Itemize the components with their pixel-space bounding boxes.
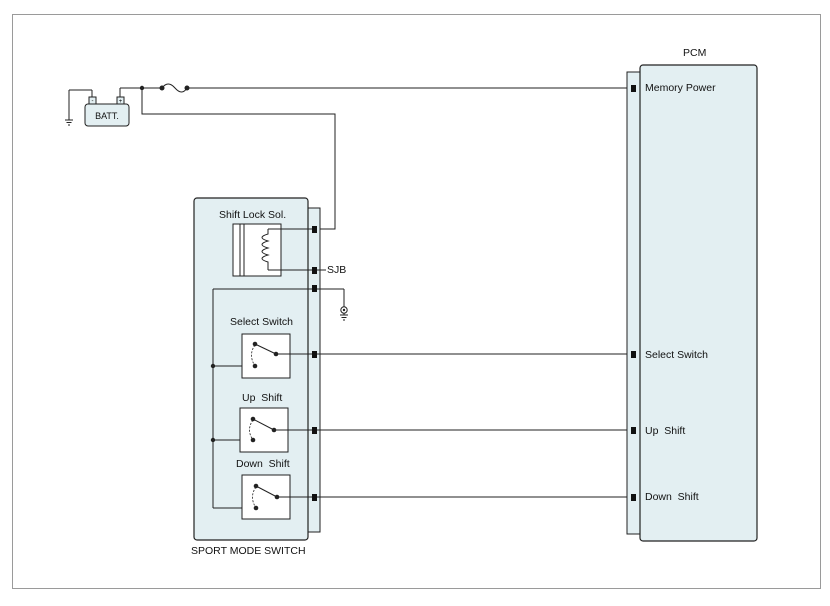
pcm-pin-select-switch: Select Switch	[645, 349, 709, 361]
battery-label: BATT.	[95, 111, 119, 121]
battery-ground-icon	[65, 119, 73, 126]
battery-body	[84, 103, 130, 127]
sport-mode-switch-title: SPORT MODE SWITCH	[191, 545, 306, 557]
shift-lock-solenoid-icon	[232, 223, 282, 277]
fuse-icon	[161, 83, 188, 93]
svg-text:+: +	[119, 99, 123, 105]
memory-power-wire	[120, 83, 633, 93]
pcm-pin-down-shift: Down Shift	[645, 491, 699, 503]
sjb-label: SJB	[327, 264, 347, 276]
ground-wire	[316, 288, 348, 321]
shift-lock-label: Shift Lock Sol.	[219, 209, 287, 221]
battery: - + BATT.	[65, 88, 130, 127]
up-shift-label: Up Shift	[242, 392, 283, 404]
shift-lock-feed-wire	[141, 88, 336, 230]
down-shift-label: Down Shift	[236, 458, 290, 470]
pcm-title: PCM	[683, 47, 707, 59]
diagram-frame	[12, 14, 821, 589]
pcm-pin-up-shift: Up Shift	[645, 425, 686, 437]
svg-text:-: -	[92, 99, 94, 105]
pcm-pin-memory-power: Memory Power	[645, 82, 716, 94]
up-shift-switch-icon	[239, 407, 289, 453]
pcm-module	[626, 64, 758, 542]
select-switch-label: Select Switch	[230, 316, 294, 328]
sport-switch-connector-pins	[312, 226, 317, 501]
pcm-connector-pins	[631, 85, 636, 501]
select-switch-icon	[241, 333, 291, 379]
down-shift-switch-icon	[241, 474, 291, 520]
